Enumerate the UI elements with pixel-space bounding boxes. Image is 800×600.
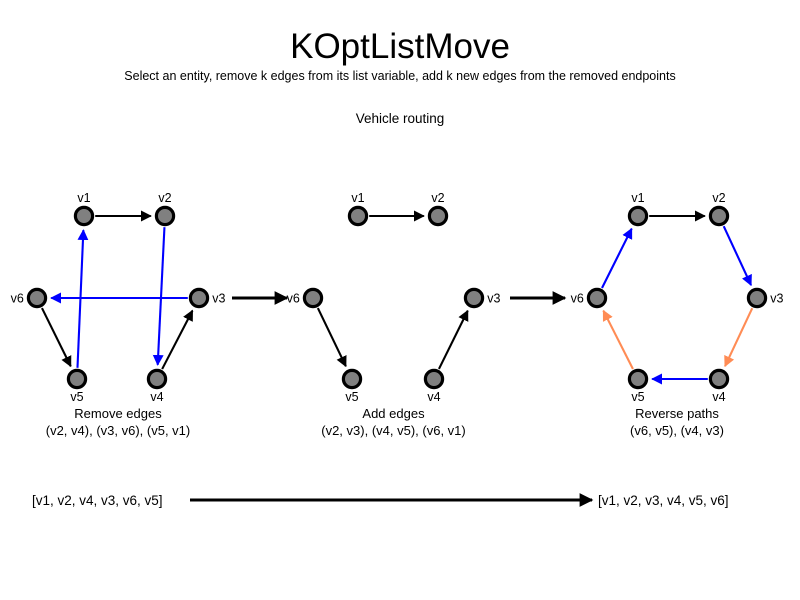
page-subtitle: Select an entity, remove k edges from it… [124,69,676,83]
node-label-v2: v2 [158,191,171,205]
node-circle [347,205,369,227]
edge-add-v4-v3 [438,309,469,370]
node-add-v6[interactable]: v6 [287,287,324,309]
node-circle [26,287,48,309]
list-after: [v1, v2, v3, v4, v5, v6] [598,493,729,508]
page-title: KOptListMove [290,27,510,66]
node-remove-v1[interactable]: v1 [73,191,95,227]
node-add-v4[interactable]: v4 [423,368,445,404]
node-label-v5: v5 [70,390,83,404]
node-label-v5: v5 [631,390,644,404]
node-reverse-v2[interactable]: v2 [708,191,730,227]
section-label: Vehicle routing [355,111,445,126]
node-circle [463,287,485,309]
node-label-v1: v1 [631,191,644,205]
panel-captions-layer: Remove edges (v2, v4), (v3, v6), (v5, v1)… [46,406,724,438]
node-circle [708,368,730,390]
node-circle [154,205,176,227]
panel-caption-head-remove: Remove edges [74,406,162,421]
node-add-v1[interactable]: v1 [347,191,369,227]
node-remove-v4[interactable]: v4 [146,368,168,404]
edge-add-v6-v5 [316,307,347,368]
edge-remove-v6-v5 [41,307,72,368]
node-reverse-v3[interactable]: v3 [746,287,783,309]
node-reverse-v6[interactable]: v6 [571,287,608,309]
node-circle [423,368,445,390]
node-label-v4: v4 [427,390,440,404]
node-label-v4: v4 [712,390,725,404]
node-circle [586,287,608,309]
node-circle [708,205,730,227]
node-add-v5[interactable]: v5 [341,368,363,404]
node-reverse-v4[interactable]: v4 [708,368,730,404]
node-label-v1: v1 [77,191,90,205]
node-label-v6: v6 [571,292,584,306]
node-circle [188,287,210,309]
panel-caption-head-reverse: Reverse paths [635,406,719,421]
node-label-v1: v1 [351,191,364,205]
edge-reverse-v5-v6 [602,309,634,370]
edges-layer [41,210,754,385]
node-circle [746,287,768,309]
node-label-v6: v6 [287,292,300,306]
edge-reverse-v2-v3 [722,225,752,287]
node-remove-v6[interactable]: v6 [11,287,48,309]
node-label-v2: v2 [431,191,444,205]
edge-reverse-v3-v4 [724,307,754,368]
edge-reverse-v6-v1 [601,227,633,289]
node-circle [146,368,168,390]
node-label-v3: v3 [770,292,783,306]
node-label-v3: v3 [212,292,225,306]
node-circle [66,368,88,390]
node-reverse-v5[interactable]: v5 [627,368,649,404]
node-label-v3: v3 [487,292,500,306]
node-circle [73,205,95,227]
node-reverse-v1[interactable]: v1 [627,191,649,227]
node-circle [627,205,649,227]
node-remove-v5[interactable]: v5 [66,368,88,404]
panel-caption-sub-remove: (v2, v4), (v3, v6), (v5, v1) [46,423,190,438]
node-label-v6: v6 [11,292,24,306]
node-circle [302,287,324,309]
panel-caption-sub-add: (v2, v3), (v4, v5), (v6, v1) [321,423,465,438]
node-circle [627,368,649,390]
list-before: [v1, v2, v4, v3, v6, v5] [32,493,163,508]
list-transition-layer: [v1, v2, v4, v3, v6, v5] [v1, v2, v3, v4,… [32,493,729,508]
edge-remove-v2-v4 [152,227,166,366]
node-circle [427,205,449,227]
node-add-v3[interactable]: v3 [463,287,500,309]
panel-caption-head-add: Add edges [362,406,425,421]
nodes-layer: v1 v2 v6 v3 v5 v4 v1 v2 v6 v3 v5 v4 v1 v2 v6 v3 v5 v4 [11,191,784,404]
node-label-v2: v2 [712,191,725,205]
node-label-v5: v5 [345,390,358,404]
edge-remove-v4-v3 [161,309,194,370]
node-label-v4: v4 [150,390,163,404]
node-add-v2[interactable]: v2 [427,191,449,227]
node-remove-v2[interactable]: v2 [154,191,176,227]
node-remove-v3[interactable]: v3 [188,287,225,309]
panel-caption-sub-reverse: (v6, v5), (v4, v3) [630,423,724,438]
node-circle [341,368,363,390]
